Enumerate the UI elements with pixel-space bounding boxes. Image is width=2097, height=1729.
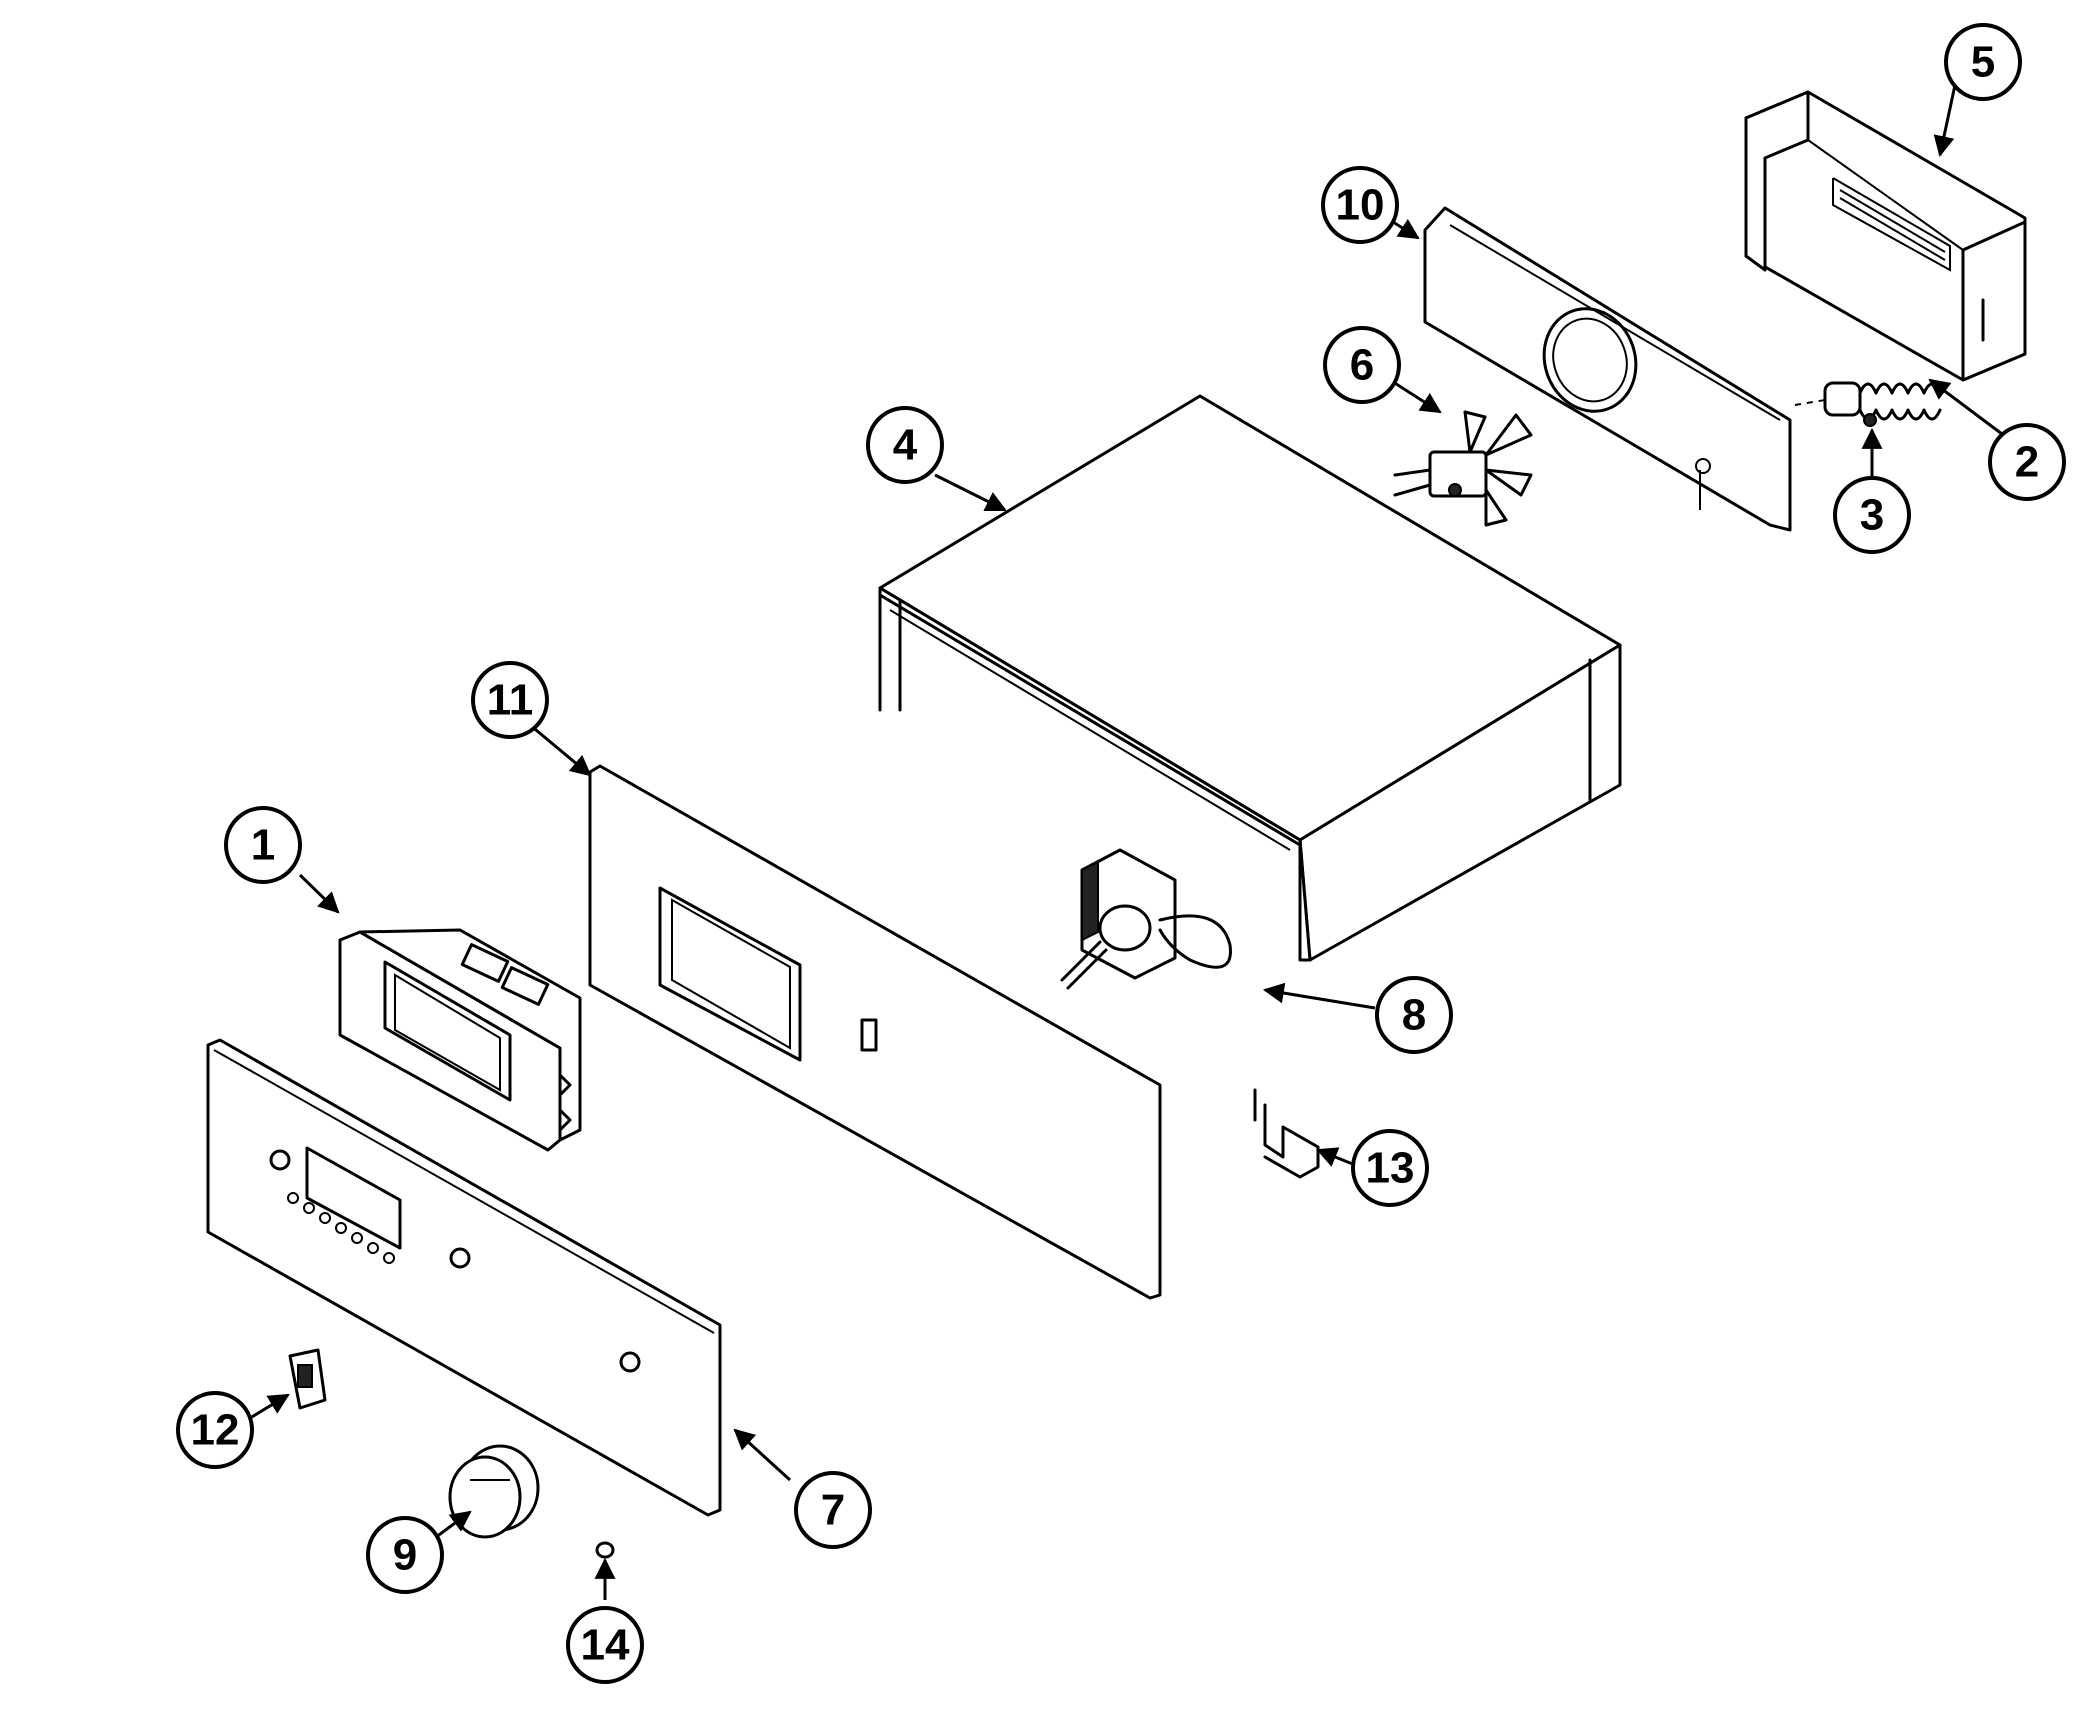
callout-12-label: 12 xyxy=(191,1406,240,1455)
knob-part xyxy=(448,1444,540,1539)
callout-7-label: 7 xyxy=(821,1486,845,1535)
callout-9: 9 xyxy=(366,1516,444,1594)
cover-housing-part xyxy=(878,394,1622,962)
callout-11-label: 11 xyxy=(487,676,534,725)
callout-5: 5 xyxy=(1944,23,2022,101)
callout-1: 1 xyxy=(224,806,302,884)
callout-7: 7 xyxy=(794,1471,872,1549)
callout-1-label: 1 xyxy=(251,821,275,870)
callout-2-label: 2 xyxy=(2015,438,2039,487)
control-panel-part xyxy=(206,1038,722,1517)
spring-part xyxy=(1794,381,1942,427)
callout-4-label: 4 xyxy=(893,421,918,470)
callout-14: 14 xyxy=(566,1606,644,1684)
callout-5-label: 5 xyxy=(1971,38,1995,87)
callout-9-label: 9 xyxy=(393,1531,417,1580)
callout-14-label: 14 xyxy=(581,1621,630,1670)
callout-13: 13 xyxy=(1351,1129,1429,1207)
rear-panel-part xyxy=(1423,206,1792,532)
callout-12: 12 xyxy=(176,1391,254,1469)
clock-control-module-part xyxy=(338,928,582,1152)
fan-motor-part xyxy=(1393,410,1533,527)
callout-3: 3 xyxy=(1833,476,1911,554)
rocker-switch-part xyxy=(288,1348,327,1410)
callout-6-label: 6 xyxy=(1350,341,1374,390)
thermostat-part xyxy=(1060,848,1232,990)
panel-backing-part xyxy=(588,764,1162,1300)
callout-11: 11 xyxy=(471,661,549,739)
rear-bracket-part xyxy=(1744,90,2027,382)
callout-3-label: 3 xyxy=(1860,491,1884,540)
callout-8-label: 8 xyxy=(1402,991,1426,1040)
clip-part xyxy=(1253,1088,1320,1179)
callout-8: 8 xyxy=(1375,976,1453,1054)
callout-10: 10 xyxy=(1321,166,1399,244)
callout-2: 2 xyxy=(1988,423,2066,501)
callout-6: 6 xyxy=(1323,326,1401,404)
callout-4: 4 xyxy=(866,406,944,484)
screw-part xyxy=(595,1541,615,1559)
callout-10-label: 10 xyxy=(1336,181,1385,230)
callout-13-label: 13 xyxy=(1366,1144,1415,1193)
